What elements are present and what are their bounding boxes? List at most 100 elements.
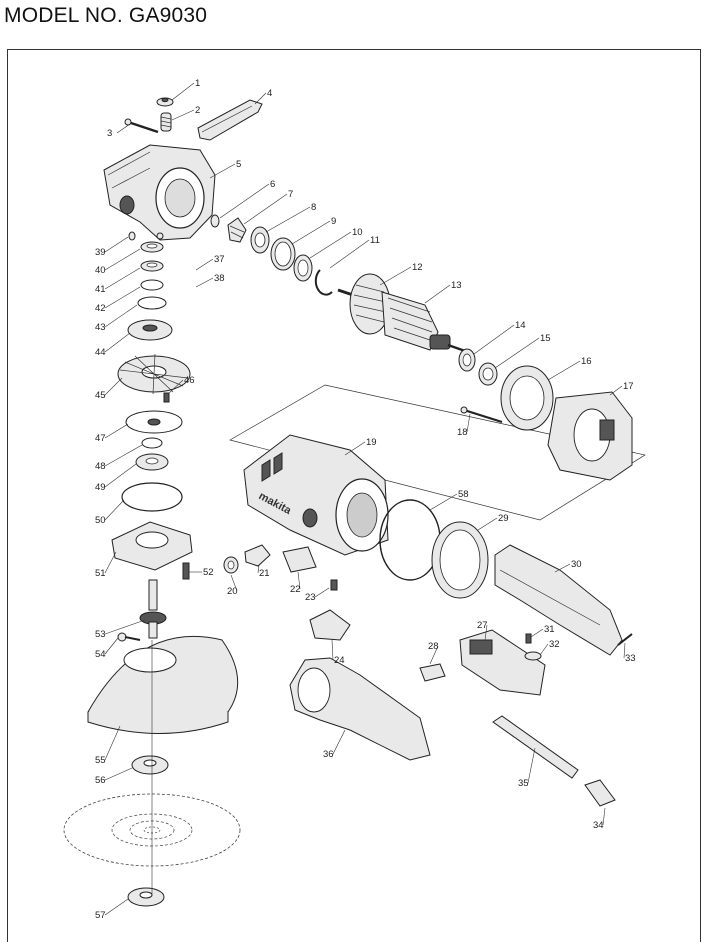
part-number-label: 15 [540, 333, 551, 344]
part-52-screw-icon [182, 562, 190, 580]
part-number-label: 6 [270, 179, 275, 190]
leader-line [265, 206, 311, 233]
part-number-label: 52 [203, 567, 214, 578]
leader-line [257, 564, 260, 574]
leader-line [104, 286, 141, 309]
part-6-nut-icon [210, 214, 220, 228]
part-35-cord-guard-icon [492, 715, 579, 779]
part-number-label: 29 [498, 513, 509, 524]
leader-line [331, 639, 334, 661]
part-48-washer-icon [141, 437, 163, 449]
leader-line [243, 193, 288, 225]
leader-line [602, 807, 606, 826]
part-number-label: 32 [549, 639, 560, 650]
leader-line [466, 413, 471, 433]
part-number-label: 40 [95, 265, 106, 276]
part-49-ball-bearing-icon [135, 453, 169, 471]
leader-line [104, 898, 129, 916]
leader-line [332, 729, 346, 755]
part-number-label: 33 [625, 653, 636, 664]
part-number-label: 57 [95, 910, 106, 921]
part-47-plate-icon [125, 410, 183, 434]
part-number-label: 5 [236, 159, 241, 170]
part-number-label: 58 [458, 489, 469, 500]
part-number-label: 3 [107, 128, 112, 139]
leader-line [104, 248, 141, 271]
part-45-bevel-gear-icon [117, 353, 191, 395]
leader-line [104, 619, 146, 635]
leader-line [329, 239, 370, 269]
part-8-ball-bearing-icon [250, 226, 270, 254]
part-number-label: 49 [95, 482, 106, 493]
leader-line [609, 385, 623, 396]
part-number-label: 51 [95, 568, 106, 579]
part-23-screw-icon [330, 579, 338, 591]
part-number-label: 2 [195, 105, 200, 116]
part-number-label: 30 [571, 559, 582, 570]
leader-line [527, 747, 536, 784]
part-54-screw-icon [117, 632, 141, 642]
part-2-spring-icon [160, 112, 172, 132]
part-11-retaining-ring-icon [314, 269, 333, 296]
part-number-label: 44 [95, 347, 106, 358]
part-number-label: 53 [95, 629, 106, 640]
part-15-bearing-holder-icon [478, 362, 498, 386]
leader-line [530, 628, 544, 638]
leader-line [379, 266, 412, 286]
part-number-labels: 1234567891011121314151617181920212223242… [95, 78, 636, 921]
part-number-label: 23 [305, 592, 316, 603]
part-30-handle-set-icon [494, 544, 623, 656]
leader-line [104, 377, 123, 396]
leader-line [219, 183, 270, 219]
part-55-wheel-guard-icon [87, 636, 239, 734]
leader-line [195, 277, 214, 288]
part-number-label: 12 [412, 262, 423, 273]
part-number-label: 35 [518, 778, 529, 789]
part-57-lock-nut-icon [127, 887, 165, 907]
leader-line [104, 423, 129, 439]
part-20-brush-cap-icon [223, 556, 239, 574]
leader-line [104, 499, 125, 521]
part-58-o-ring-icon [379, 499, 441, 581]
leader-line [424, 284, 451, 304]
part-43-ring-icon [137, 296, 167, 310]
page-title: MODEL NO. GA9030 [4, 4, 208, 27]
leader-line [314, 587, 330, 598]
part-33-screw-icon [617, 633, 633, 646]
part-31-screw-icon [525, 633, 532, 644]
part-number-label: 48 [95, 461, 106, 472]
part-number-label: 18 [457, 427, 468, 438]
part-34-cord-icon [584, 779, 616, 807]
leader-line [104, 267, 141, 290]
part-number-label: 34 [593, 820, 604, 831]
part-17-field-icon [547, 391, 633, 481]
part-27-switch-icon [459, 629, 546, 696]
part-number-label: 21 [259, 568, 270, 579]
leader-line [429, 645, 439, 665]
leader-line [344, 441, 366, 456]
leader-line [623, 642, 626, 659]
leader-line [484, 624, 488, 641]
part-number-label: 45 [95, 390, 106, 401]
leader-line [104, 767, 133, 781]
part-number-label: 14 [515, 320, 526, 331]
part-number-label: 8 [311, 202, 316, 213]
leader-line [104, 444, 143, 467]
part-56-inner-flange-icon [131, 755, 169, 775]
part-32-strain-relief-icon [524, 651, 542, 661]
part-1-cap-icon [156, 97, 174, 107]
part-4-lock-lever-icon [197, 99, 263, 141]
part-number-label: 7 [288, 189, 293, 200]
part-36-rear-handle-icon [289, 657, 431, 761]
part-number-label: 47 [95, 433, 106, 444]
leader-line [116, 123, 131, 134]
part-number-label: 11 [370, 235, 380, 246]
part-46-pin-icon [163, 392, 170, 403]
part-50-o-ring-icon [121, 482, 183, 512]
leader-line [254, 92, 267, 105]
leader-line [547, 360, 581, 381]
part-number-label: 38 [214, 273, 225, 284]
part-number-label: 19 [366, 437, 377, 448]
part-21-carbon-brush-icon [244, 544, 271, 567]
